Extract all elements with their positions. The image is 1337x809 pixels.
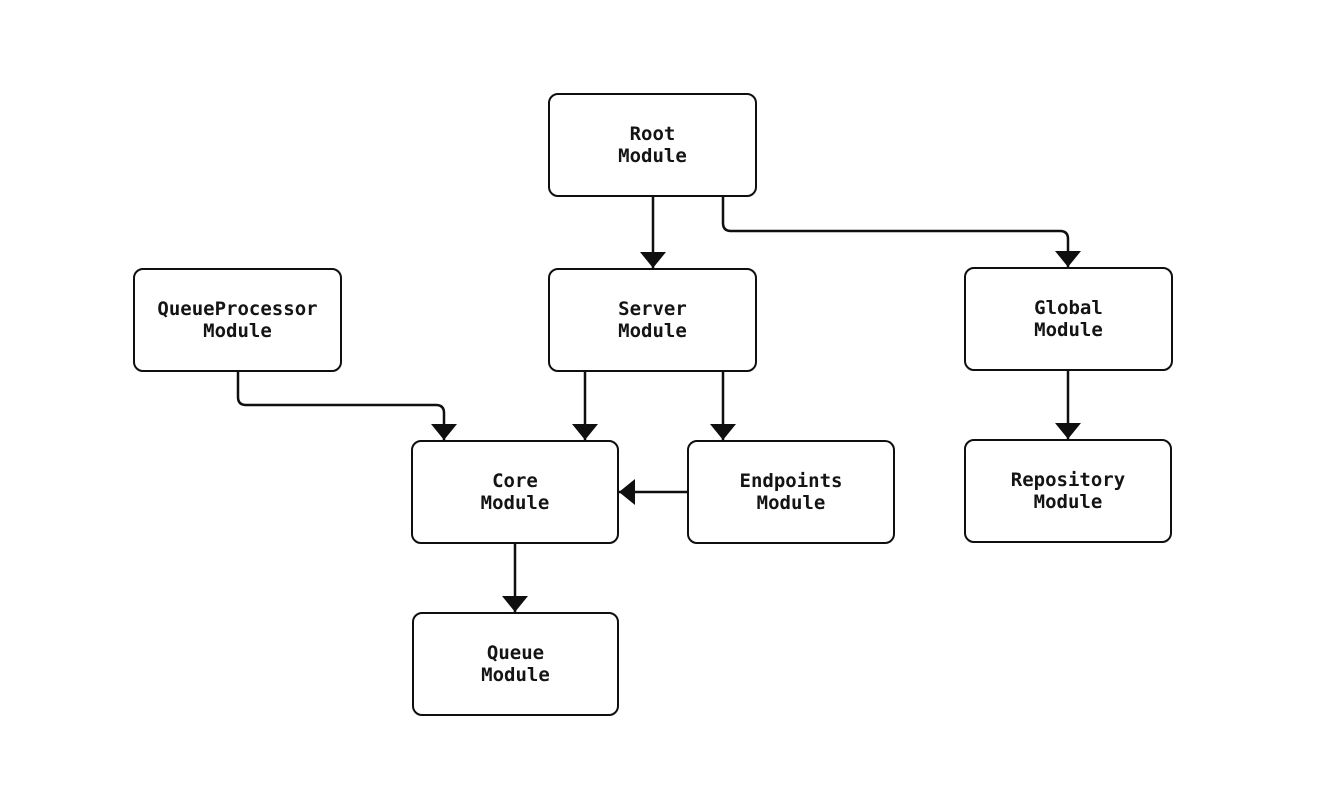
node-endpoints-module-label: Endpoints Module [739, 470, 843, 514]
node-server-module: Server Module [548, 268, 757, 372]
node-global-module-label: Global Module [1034, 297, 1103, 341]
node-queue-module-label: Queue Module [481, 642, 550, 686]
arrowhead-server-module-to-core-module [572, 424, 598, 440]
node-root-module: Root Module [548, 93, 757, 197]
node-core-module-label: Core Module [480, 470, 550, 514]
node-queue-module: Queue Module [412, 612, 619, 716]
node-server-module-label: Server Module [618, 298, 687, 342]
node-queueprocessor-module-label: QueueProcessor Module [157, 298, 318, 342]
node-repository-module: Repository Module [964, 439, 1172, 543]
arrowhead-root-module-to-global-module [1055, 251, 1081, 267]
node-queueprocessor-module: QueueProcessor Module [133, 268, 342, 372]
node-core-module: Core Module [411, 440, 619, 544]
arrowhead-root-module-to-server-module [640, 252, 666, 268]
arrowhead-endpoints-module-to-core-module [619, 479, 635, 505]
arrowhead-queueprocessor-module-to-core-module [431, 424, 457, 440]
node-endpoints-module: Endpoints Module [687, 440, 895, 544]
edge-root-module-to-global-module [721, 197, 1070, 267]
node-root-module-label: Root Module [618, 123, 687, 167]
node-global-module: Global Module [964, 267, 1173, 371]
edge-queueprocessor-module-to-core-module [236, 372, 446, 440]
node-repository-module-label: Repository Module [1010, 469, 1126, 513]
arrowhead-global-module-to-repository-module [1055, 423, 1081, 439]
arrowhead-core-module-to-queue-module [502, 596, 528, 612]
arrowhead-server-module-to-endpoints-module [710, 424, 736, 440]
